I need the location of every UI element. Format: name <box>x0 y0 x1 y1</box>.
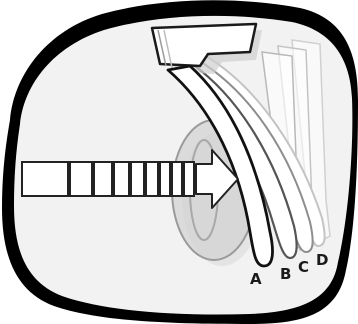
hose-a <box>166 64 274 268</box>
label-c: C <box>298 258 309 276</box>
arrow-segment <box>93 161 113 197</box>
arrow-segment <box>113 161 130 197</box>
arrow-head <box>195 149 239 209</box>
label-d: D <box>316 251 328 269</box>
direction-arrow <box>21 149 239 209</box>
arrow-segment <box>159 161 171 197</box>
bracket-edge <box>157 29 167 67</box>
label-a: A <box>250 270 262 288</box>
arrow-segment <box>21 161 69 197</box>
top-bracket <box>150 22 258 68</box>
arrow-segment <box>171 161 183 197</box>
arrow-segment <box>145 161 159 197</box>
label-b: B <box>280 265 291 283</box>
arrow-segment <box>130 161 145 197</box>
arrow-segment <box>183 161 195 197</box>
bracket-edge <box>163 29 173 69</box>
arrow-segment <box>69 161 93 197</box>
